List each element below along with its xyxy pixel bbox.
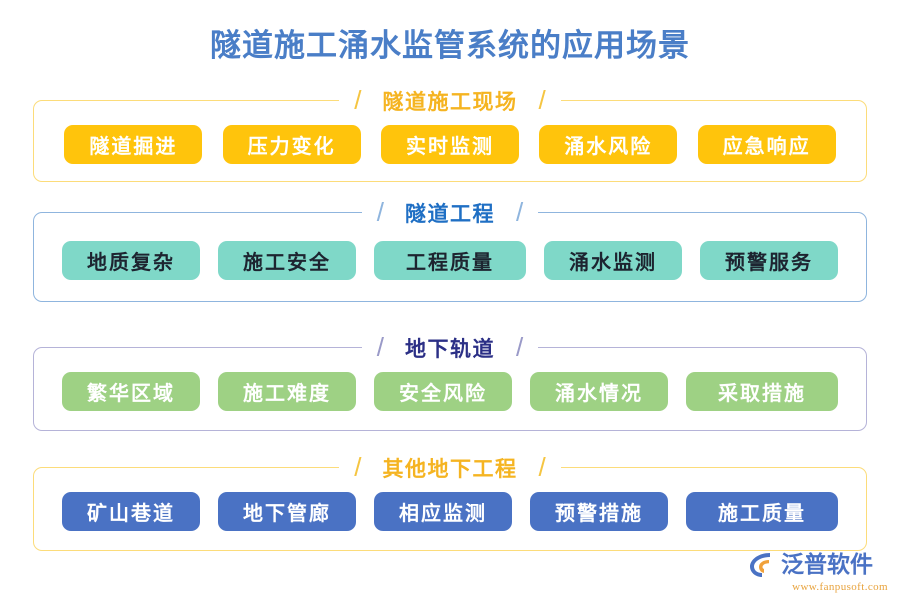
page-title: 隧道施工涌水监管系统的应用场景 — [210, 28, 690, 63]
chip-item[interactable]: 压力变化 — [222, 124, 361, 164]
chip-item[interactable]: 涌水风险 — [539, 124, 678, 164]
section-other-underground-projects: / 其他地下工程 / 矿山巷道 地下管廊 相应监测 预警措施 施工质量 — [33, 453, 867, 551]
chip-item[interactable]: 涌水情况 — [530, 371, 668, 411]
brand-name: 泛普软件 — [781, 552, 873, 577]
chip-item[interactable]: 矿山巷道 — [62, 491, 200, 531]
brand-logo: 泛普软件 www.fanpusoft.com — [748, 550, 888, 594]
chip-item[interactable]: 应急响应 — [697, 124, 836, 164]
chip-item[interactable]: 安全风险 — [374, 371, 512, 411]
chip-row: 隧道掘进 压力变化 实时监测 涌水风险 应急响应 — [34, 101, 866, 181]
section-tunnel-construction-site: / 隧道施工现场 / 隧道掘进 压力变化 实时监测 涌水风险 应急响应 — [33, 86, 867, 182]
chip-item[interactable]: 地下管廊 — [218, 491, 356, 531]
chip-row: 矿山巷道 地下管廊 相应监测 预警措施 施工质量 — [34, 468, 866, 550]
chip-item[interactable]: 相应监测 — [374, 491, 512, 531]
chip-item[interactable]: 实时监测 — [380, 124, 519, 164]
chip-item[interactable]: 工程质量 — [374, 240, 526, 280]
chip-item[interactable]: 涌水监测 — [544, 240, 682, 280]
chip-item[interactable]: 施工难度 — [218, 371, 356, 411]
fanpu-logo-icon — [748, 550, 778, 580]
chip-item[interactable]: 施工质量 — [686, 491, 838, 531]
chip-item[interactable]: 预警服务 — [700, 240, 838, 280]
chip-item[interactable]: 施工安全 — [218, 240, 356, 280]
chip-row: 地质复杂 施工安全 工程质量 涌水监测 预警服务 — [34, 213, 866, 301]
chip-item[interactable]: 地质复杂 — [62, 240, 200, 280]
section-tunnel-engineering: / 隧道工程 / 地质复杂 施工安全 工程质量 涌水监测 预警服务 — [33, 198, 867, 302]
chip-row: 繁华区域 施工难度 安全风险 涌水情况 采取措施 — [34, 348, 866, 430]
chip-item[interactable]: 繁华区域 — [62, 371, 200, 411]
chip-item[interactable]: 隧道掘进 — [64, 124, 203, 164]
chip-item[interactable]: 采取措施 — [686, 371, 838, 411]
brand-url: www.fanpusoft.com — [792, 581, 888, 593]
chip-item[interactable]: 预警措施 — [530, 491, 668, 531]
section-underground-rail: / 地下轨道 / 繁华区域 施工难度 安全风险 涌水情况 采取措施 — [33, 333, 867, 431]
